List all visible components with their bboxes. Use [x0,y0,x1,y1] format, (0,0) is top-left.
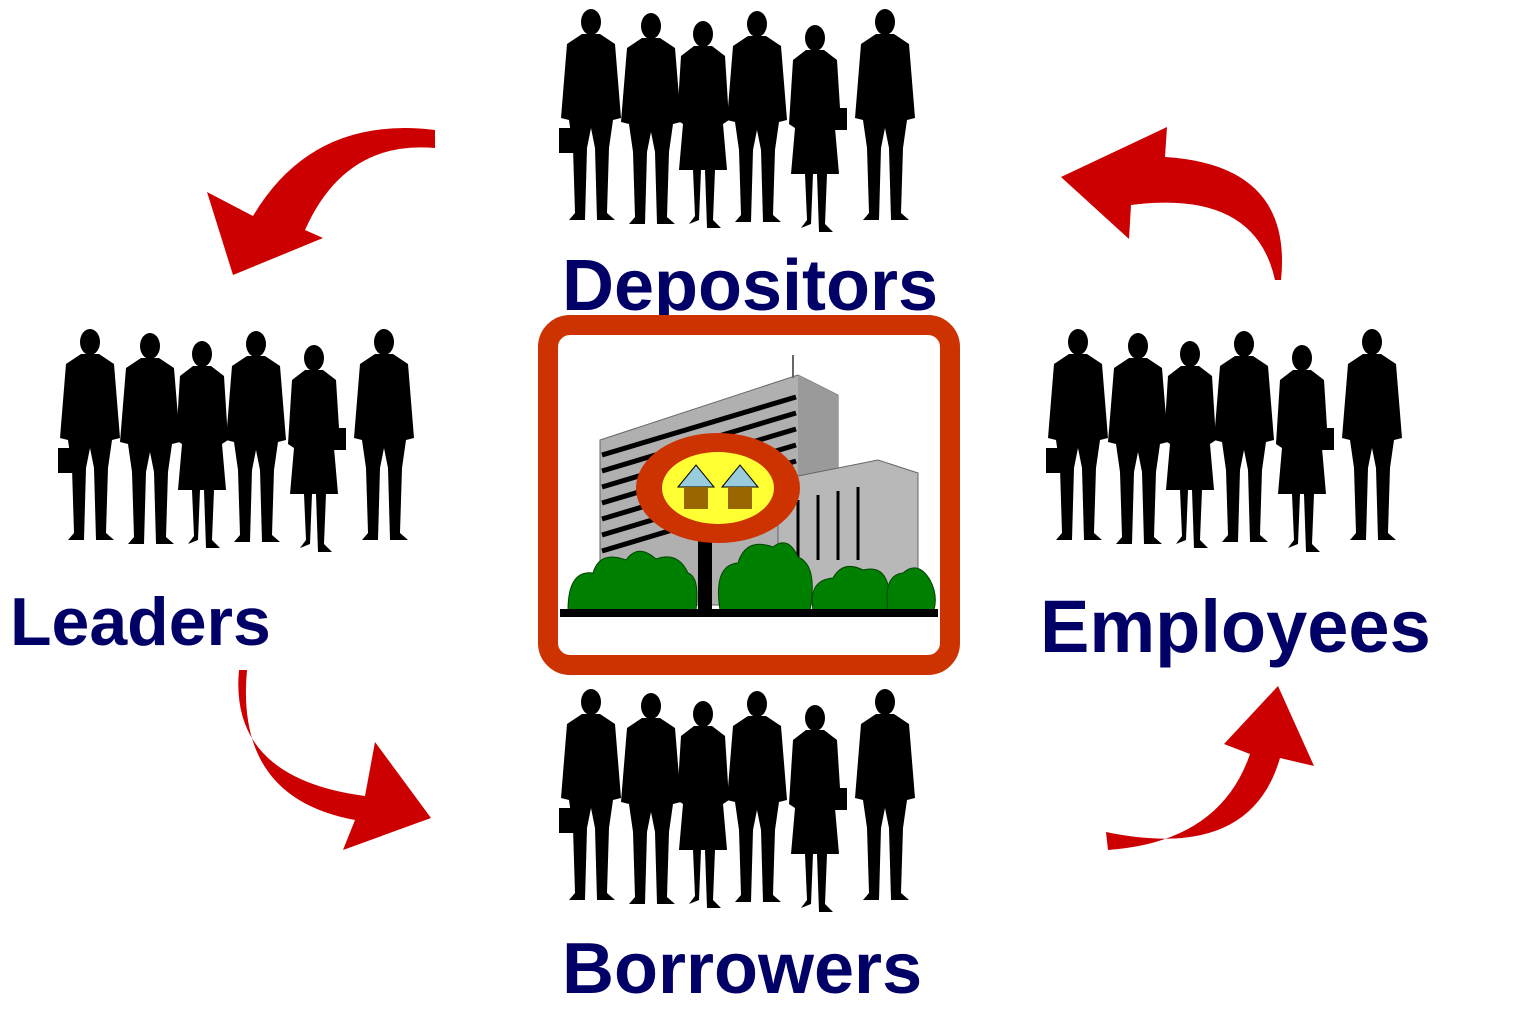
curved-arrow-icon [1061,127,1283,280]
arrow-leaders-to-borrowers [238,670,431,850]
arrow-depositors-to-leaders [207,128,435,275]
curved-arrow-icon [207,128,435,275]
leaders-label: Leaders [10,584,271,660]
employees-label: Employees [1040,585,1431,668]
curved-arrow-icon [1106,686,1314,850]
employees-people-icon [1050,328,1420,553]
arrow-borrowers-to-employees [1106,686,1314,850]
depositors-label: Depositors [562,246,939,326]
leaders-people-icon [62,328,432,553]
arrow-employees-to-depositors [1061,127,1283,280]
curved-arrow-icon [238,670,431,850]
depositors-people-icon [563,8,933,233]
bank-building-icon [538,315,960,675]
borrowers-people-icon [563,688,933,913]
borrowers-label: Borrowers [562,929,923,1009]
